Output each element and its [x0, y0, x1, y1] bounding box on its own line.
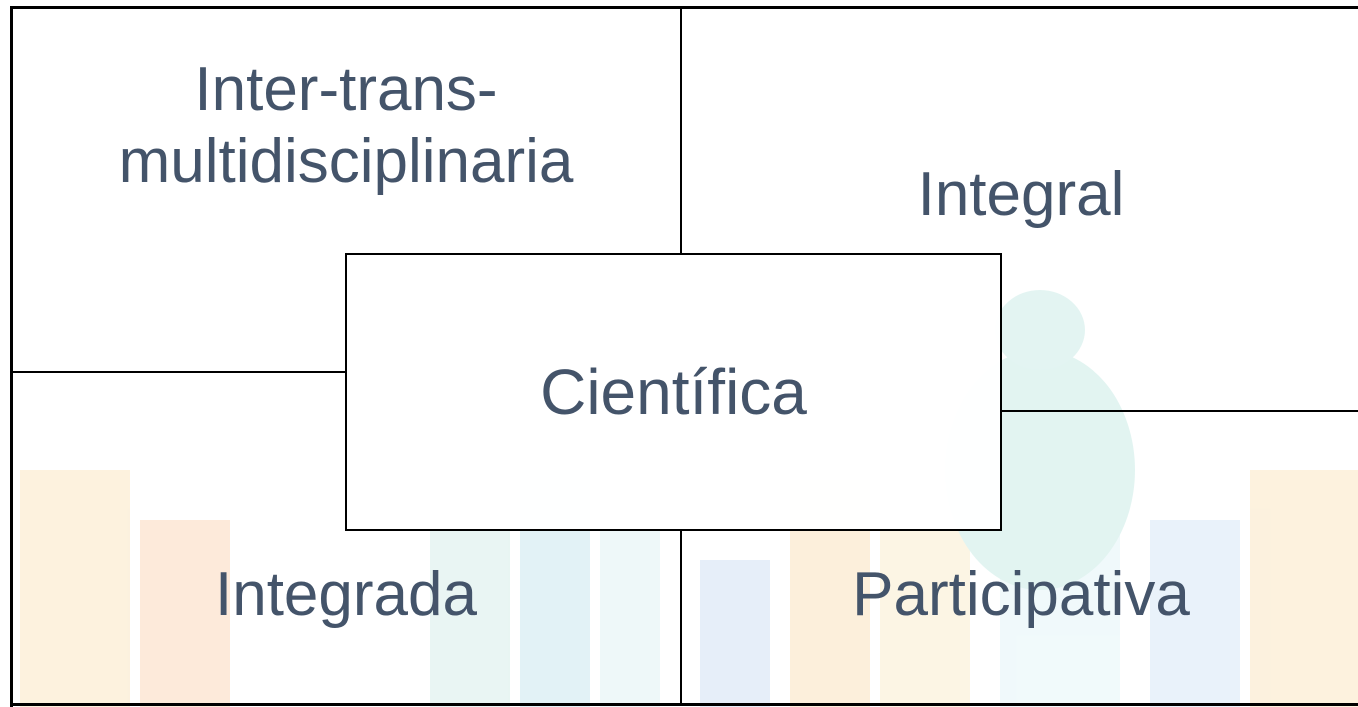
label-top-left: Inter-trans- multidisciplinaria: [118, 55, 574, 196]
center-label: Científica: [540, 356, 807, 428]
label-top-right: Integral: [917, 160, 1125, 230]
divider-top-vertical: [680, 8, 682, 254]
divider-right-horizontal: [1002, 410, 1358, 412]
label-bottom-left: Integrada: [215, 560, 477, 630]
frame-top-border: [10, 6, 1358, 9]
center-box: Científica: [345, 253, 1002, 531]
divider-left-horizontal: [12, 371, 346, 373]
frame-bottom-border: [10, 703, 1358, 706]
divider-bottom-vertical: [680, 530, 682, 705]
frame-left-border: [10, 6, 13, 707]
label-bottom-right: Participativa: [852, 560, 1190, 630]
